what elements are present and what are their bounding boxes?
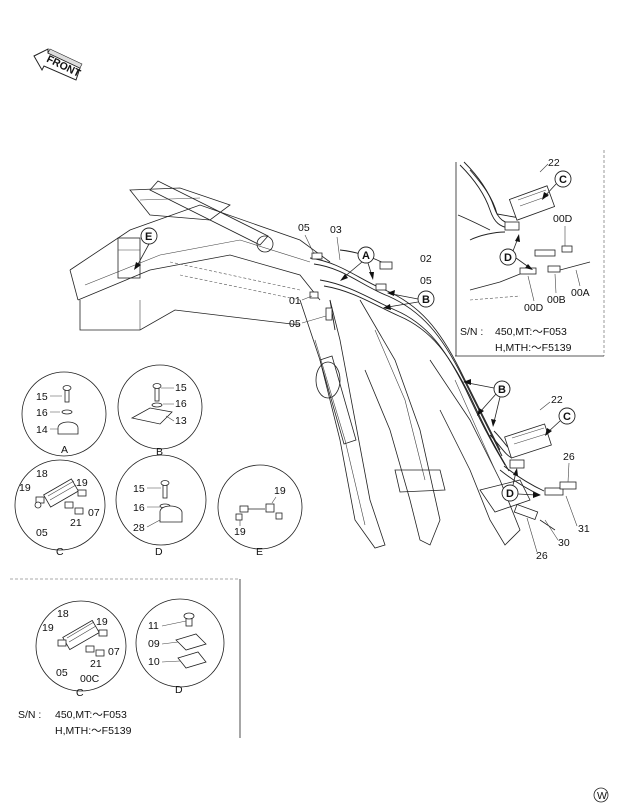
detail-c-caption: C [56, 546, 64, 558]
svg-text:D: D [504, 252, 512, 264]
svg-text:15: 15 [175, 382, 187, 394]
svg-text:07: 07 [108, 646, 120, 658]
inset-label-00d-a: 00D [553, 213, 573, 225]
inset-bottom: 18 19 19 07 21 05 00C C 11 09 10 D S/N :… [10, 578, 241, 738]
detail-e: 19 19 E [217, 464, 303, 558]
watermark-logo: W [593, 787, 609, 803]
detail-c2: 18 19 19 07 21 05 00C C [35, 600, 127, 699]
svg-text:C: C [563, 411, 571, 423]
label-05-right: 05 [420, 275, 432, 287]
callout-a: A [340, 246, 375, 281]
lower-label-26-top: 26 [563, 451, 575, 463]
svg-text:28: 28 [133, 522, 145, 534]
lower-right-assembly: B 22 C 26 D 31 30 26 [463, 379, 590, 562]
serial-note-top-sn: S/N : [460, 326, 483, 338]
svg-text:18: 18 [36, 468, 48, 480]
svg-text:21: 21 [70, 517, 82, 529]
detail-a: 15 16 14 A [21, 371, 107, 457]
svg-text:16: 16 [36, 407, 48, 419]
svg-text:15: 15 [36, 391, 48, 403]
svg-text:07: 07 [88, 507, 100, 519]
serial-note-top-line1: 450,MT:～F053 [495, 326, 567, 338]
inset-label-00a: 00A [571, 287, 590, 299]
svg-text:05: 05 [36, 527, 48, 539]
callout-b-main: B [383, 290, 435, 310]
detail-b-caption: B [156, 446, 163, 458]
svg-text:18: 18 [57, 608, 69, 620]
svg-text:00C: 00C [80, 673, 100, 685]
svg-text:19: 19 [42, 622, 54, 634]
label-02: 02 [420, 253, 432, 265]
detail-d2-caption: D [175, 684, 183, 696]
label-01: 01 [289, 295, 301, 307]
svg-text:16: 16 [133, 502, 145, 514]
inset-label-22: 22 [548, 157, 560, 169]
svg-text:16: 16 [175, 398, 187, 410]
svg-text:11: 11 [148, 620, 159, 632]
detail-c: 18 19 19 07 21 05 C [14, 459, 106, 558]
svg-text:C: C [559, 174, 567, 186]
detail-a-caption: A [61, 444, 68, 456]
main-part-numbers: 05 03 02 05 01 05 [289, 222, 432, 330]
svg-text:B: B [422, 294, 430, 306]
inset-label-00d-b: 00D [524, 302, 544, 314]
main-fittings [309, 252, 393, 321]
front-arrow-icon: FRONT [33, 48, 83, 81]
lower-label-26-bottom: 26 [536, 550, 548, 562]
boom-arm-structure [69, 180, 531, 549]
watermark-letter: W [597, 790, 607, 802]
lower-label-31: 31 [578, 523, 590, 535]
svg-text:21: 21 [90, 658, 102, 670]
svg-text:A: A [362, 250, 370, 262]
svg-text:19: 19 [274, 485, 286, 497]
svg-text:09: 09 [148, 638, 160, 650]
detail-e-caption: E [256, 546, 263, 558]
label-03: 03 [330, 224, 342, 236]
detail-d-caption: D [155, 546, 163, 558]
detail-c2-caption: C [76, 687, 84, 699]
svg-text:19: 19 [19, 482, 31, 494]
serial-note-bottom-line2: H,MTH:～F5139 [55, 725, 132, 737]
lower-label-22: 22 [551, 394, 563, 406]
detail-d2: 11 09 10 D [135, 598, 225, 696]
svg-text:19: 19 [76, 477, 88, 489]
svg-text:B: B [498, 384, 506, 396]
svg-text:10: 10 [148, 656, 160, 668]
lower-label-30: 30 [558, 537, 570, 549]
serial-note-bottom-sn: S/N : [18, 709, 41, 721]
svg-text:19: 19 [234, 526, 246, 538]
svg-text:E: E [145, 231, 152, 243]
label-05-top: 05 [298, 222, 310, 234]
serial-note-top-line2: H,MTH:～F5139 [495, 342, 572, 354]
label-05-lower: 05 [289, 318, 301, 330]
svg-text:05: 05 [56, 667, 68, 679]
inset-top-right: 22 C 00D D 00D 00B 00A S/N : 450,MT:～F05… [455, 150, 605, 357]
svg-text:15: 15 [133, 483, 145, 495]
callout-e: E [134, 227, 158, 270]
svg-text:19: 19 [96, 616, 108, 628]
serial-note-bottom-line1: 450,MT:～F053 [55, 709, 127, 721]
svg-text:D: D [506, 488, 514, 500]
inset-label-00b: 00B [547, 294, 566, 306]
detail-b: 15 16 13 B [117, 364, 203, 458]
svg-text:14: 14 [36, 424, 48, 436]
detail-d: 15 16 28 D [115, 454, 207, 558]
svg-text:13: 13 [175, 415, 187, 427]
